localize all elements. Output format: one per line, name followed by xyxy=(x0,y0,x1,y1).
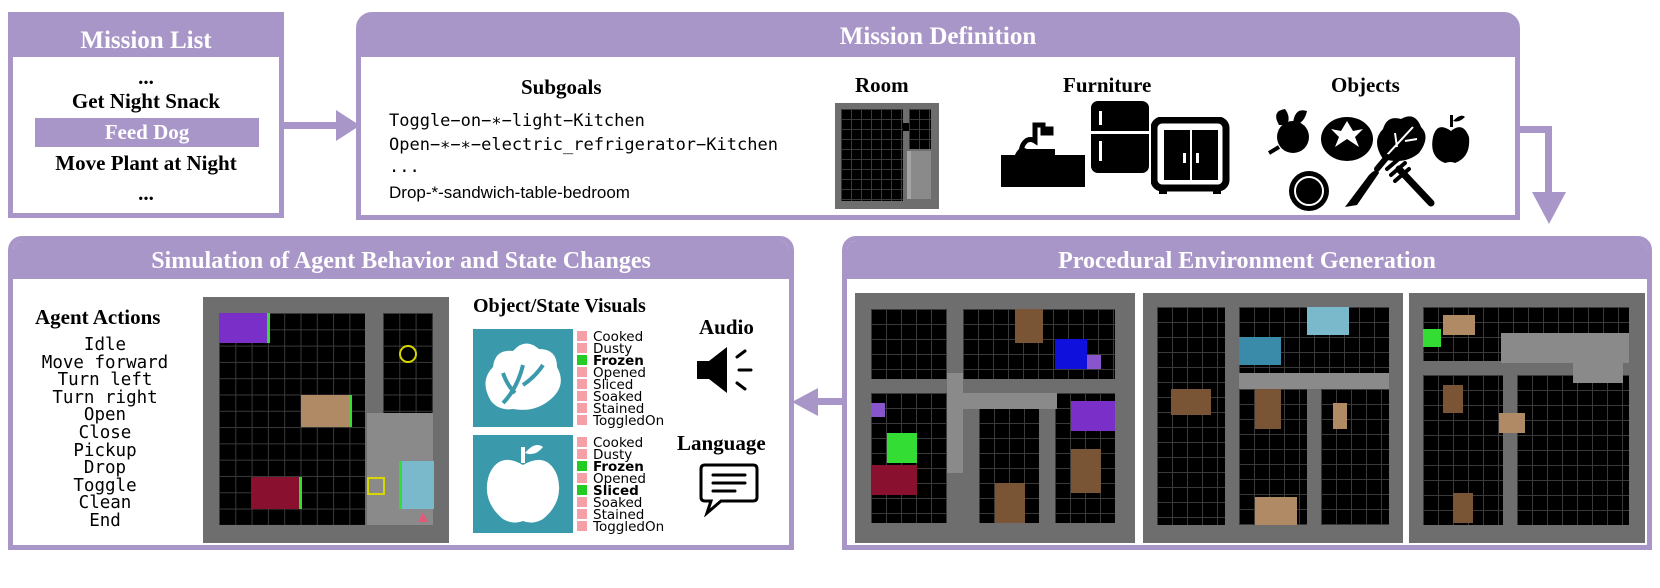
state-toggledon: ToggledOn xyxy=(593,413,665,429)
state-opened: Opened xyxy=(593,471,646,487)
arrow-down-icon xyxy=(1516,126,1566,224)
state-dusty: Dusty xyxy=(593,341,633,357)
action-open: Open xyxy=(83,405,127,426)
speaker-icon xyxy=(697,347,753,393)
environment-map-2 xyxy=(1143,293,1403,543)
mission-item-feed-dog-selected[interactable]: Feed Dog xyxy=(35,118,259,147)
subgoal-3: Drop-*-sandwich-table-bedroom xyxy=(389,183,630,202)
action-turn-right: Turn right xyxy=(52,387,158,408)
audio-title: Audio xyxy=(699,315,754,339)
action-clean: Clean xyxy=(78,493,132,514)
room-map xyxy=(835,103,939,209)
mission-item-0[interactable]: ... xyxy=(138,65,154,89)
state-cooked: Cooked xyxy=(593,329,644,345)
procedural-panel: Procedural Environment Generation xyxy=(842,236,1652,550)
arrow-left-icon xyxy=(792,388,852,416)
environment-map-3 xyxy=(1409,293,1645,543)
mission-item-get-night-snack[interactable]: Get Night Snack xyxy=(71,89,221,113)
agent-actions-list: Idle Move forward Turn left Turn right O… xyxy=(33,335,177,531)
state-frozen: Frozen xyxy=(593,459,644,475)
apple-state-swatches xyxy=(577,437,589,537)
action-drop: Drop xyxy=(83,458,127,479)
mission-item-4[interactable]: ... xyxy=(138,181,154,205)
state-stained: Stained xyxy=(593,401,645,417)
purple-furniture xyxy=(219,313,270,343)
door-marker xyxy=(367,477,385,495)
simulation-panel: Simulation of Agent Behavior and State C… xyxy=(8,236,794,550)
apple-visual-icon xyxy=(486,445,560,523)
red-furniture xyxy=(251,477,302,509)
mission-definition-panel: Mission Definition Subgoals Toggle−on−∗−… xyxy=(356,12,1520,220)
chat-bubble-icon xyxy=(699,463,759,517)
state-sliced: Sliced xyxy=(593,377,634,393)
objects-title: Objects xyxy=(1331,73,1400,97)
action-end: End xyxy=(89,510,121,531)
furniture-title: Furniture xyxy=(1063,73,1152,97)
knife-icon xyxy=(1345,154,1390,207)
radish-icon xyxy=(1267,109,1309,155)
subgoal-1: Open−∗−∗−electric_refrigerator−Kitchen xyxy=(389,135,778,155)
objects-icons xyxy=(1267,109,1470,211)
state-soaked: Soaked xyxy=(593,389,643,405)
state-soaked: Soaked xyxy=(593,495,643,511)
agent-triangle-icon xyxy=(418,512,428,522)
cabinet-icon xyxy=(1151,117,1230,194)
apple-visual xyxy=(473,435,573,533)
action-pickup: Pickup xyxy=(73,440,137,461)
subgoals-title: Subgoals xyxy=(521,75,602,99)
language-title: Language xyxy=(677,431,766,455)
light-bulb-icon xyxy=(399,345,417,363)
state-dusty: Dusty xyxy=(593,447,633,463)
subgoal-2: ... xyxy=(389,157,420,177)
fork-icon xyxy=(1385,155,1435,207)
arrow-right-icon xyxy=(280,110,360,141)
lettuce-state-labels: Cooked Dusty Frozen Opened Sliced Soaked… xyxy=(593,329,683,431)
apple-state-labels: Cooked Dusty Frozen Opened Sliced Soaked… xyxy=(593,435,683,537)
action-idle: Idle xyxy=(83,335,127,355)
mission-definition-title: Mission Definition xyxy=(361,17,1515,57)
wood-table xyxy=(301,395,352,427)
plate-icon xyxy=(1289,171,1329,211)
lettuce-icon xyxy=(1377,116,1426,161)
action-close: Close xyxy=(78,422,132,443)
state-frozen: Frozen xyxy=(593,353,644,369)
procedural-title: Procedural Environment Generation xyxy=(847,241,1647,279)
agent-actions-title: Agent Actions xyxy=(35,305,161,329)
action-toggle: Toggle xyxy=(73,475,137,496)
tomato-icon xyxy=(1321,117,1373,161)
action-turn-left: Turn left xyxy=(57,370,153,391)
room-title: Room xyxy=(855,73,909,97)
sink-icon xyxy=(1001,122,1085,187)
environment-map-1 xyxy=(855,293,1135,543)
action-move-forward: Move forward xyxy=(41,352,169,373)
simulation-map xyxy=(203,297,449,543)
fridge-blue xyxy=(399,461,434,509)
simulation-title: Simulation of Agent Behavior and State C… xyxy=(13,241,789,279)
lettuce-visual-icon xyxy=(485,343,561,410)
object-state-visuals-title: Object/State Visuals xyxy=(473,295,646,317)
mission-item-move-plant[interactable]: Move Plant at Night xyxy=(55,151,237,175)
lettuce-visual xyxy=(473,329,573,427)
state-toggledon: ToggledOn xyxy=(593,519,665,535)
mission-list-panel: Mission List ... Get Night Snack Feed Do… xyxy=(8,12,284,218)
state-stained: Stained xyxy=(593,507,645,523)
state-cooked: Cooked xyxy=(593,435,644,451)
subgoal-0: Toggle−on−∗−light−Kitchen xyxy=(389,111,645,131)
refrigerator-icon xyxy=(1091,101,1149,173)
lettuce-state-swatches xyxy=(577,331,589,431)
state-sliced: Sliced xyxy=(593,483,639,499)
mission-list-title: Mission List xyxy=(13,17,279,57)
apple-icon xyxy=(1432,115,1470,163)
state-opened: Opened xyxy=(593,365,646,381)
